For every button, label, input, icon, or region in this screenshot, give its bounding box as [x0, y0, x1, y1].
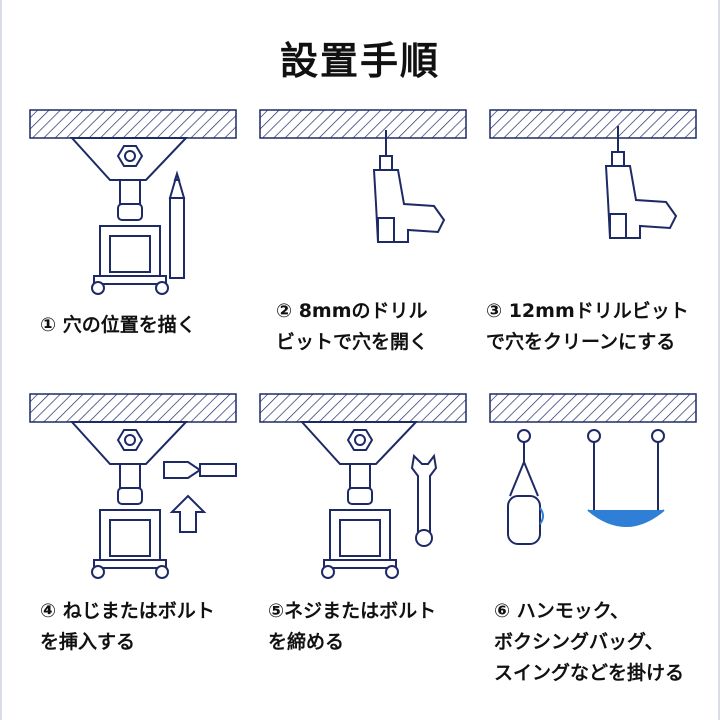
step5-illustration [258, 392, 470, 592]
wrench-icon [410, 453, 438, 547]
right-edge [718, 0, 720, 720]
drill-icon [604, 126, 678, 239]
ceiling [259, 393, 467, 423]
step4-illustration [28, 392, 240, 592]
caption-line: ② 8mmのドリル [276, 300, 428, 322]
ceiling [259, 109, 467, 139]
step5-caption: ⑤ネジまたはボルト を締める [268, 596, 436, 658]
caption-line: で穴をクリーンにする [486, 331, 676, 353]
caption-line: ⑥ ハンモック、 [494, 600, 629, 622]
caption-line: を締める [268, 631, 345, 653]
step6-illustration [488, 392, 700, 562]
step6-caption: ⑥ ハンモック、 ボクシングバッグ、 スイングなどを掛ける [494, 596, 684, 689]
caption-line: ⑤ネジまたはボルト [268, 600, 437, 622]
up-arrow-icon [169, 494, 207, 533]
ceiling [489, 393, 697, 423]
caption-line: ビットで穴を開く [276, 331, 429, 353]
step4-caption: ④ ねじまたはボルト を挿入する [40, 596, 215, 658]
step2-caption: ② 8mmのドリル ビットで穴を開く [276, 296, 428, 358]
step1-illustration [28, 108, 240, 308]
step1-caption: ① 穴の位置を描く [40, 310, 196, 341]
ceiling [29, 109, 237, 139]
step3-illustration [488, 108, 700, 258]
swivel-hook-icon [69, 137, 189, 295]
punching-bag-icon [507, 429, 544, 545]
caption-line: を挿入する [40, 631, 136, 653]
caption-line: ③ 12mmドリルビット [486, 300, 689, 322]
left-edge [0, 0, 2, 720]
swivel-hook-icon [69, 421, 189, 579]
pencil-icon [168, 170, 186, 279]
caption-line: ① 穴の位置を描く [40, 314, 196, 336]
ceiling [489, 109, 697, 139]
drill-icon [372, 130, 446, 243]
hammer-icon [163, 461, 237, 479]
step3-caption: ③ 12mmドリルビット で穴をクリーンにする [486, 296, 689, 358]
caption-line: ボクシングバッグ、 [494, 631, 664, 653]
caption-line: スイングなどを掛ける [494, 662, 685, 684]
swing-icon [587, 429, 665, 527]
caption-line: ④ ねじまたはボルト [40, 600, 215, 622]
page-title: 設置手順 [279, 39, 440, 83]
ceiling [29, 393, 237, 423]
step2-illustration [258, 108, 470, 258]
swivel-hook-icon [299, 421, 419, 579]
